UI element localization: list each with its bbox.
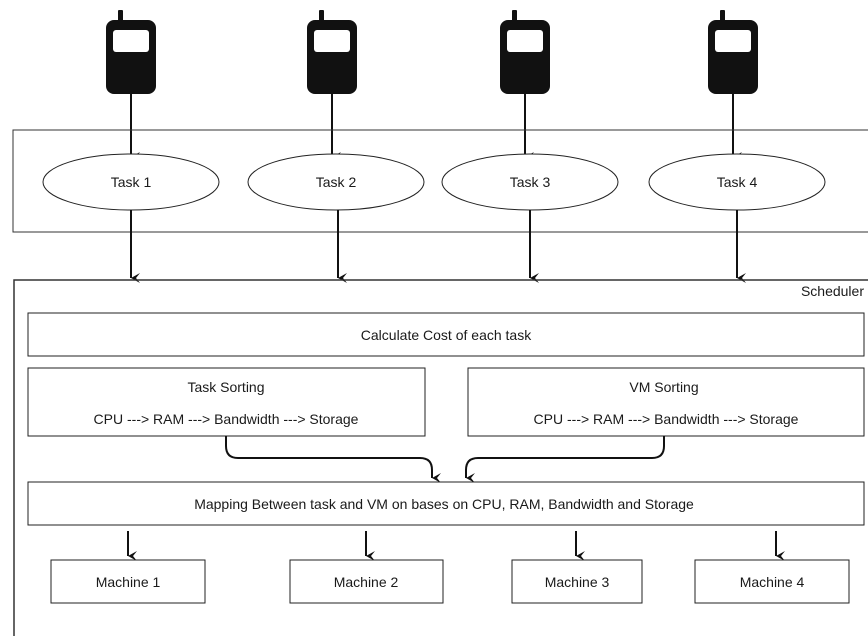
machine-label: Machine 4 bbox=[740, 574, 805, 590]
machine-label: Machine 1 bbox=[96, 574, 161, 590]
cost-calculation-box bbox=[27, 312, 865, 357]
machine-box bbox=[511, 559, 643, 604]
machine-box bbox=[289, 559, 444, 604]
task-node bbox=[247, 153, 425, 211]
task-label: Task 4 bbox=[717, 174, 758, 190]
task-sorting-box bbox=[27, 367, 426, 437]
mobile-phone-icon bbox=[106, 10, 156, 94]
task-label: Task 2 bbox=[316, 174, 357, 190]
task-sorting-order: CPU ---> RAM ---> Bandwidth ---> Storage bbox=[94, 411, 359, 427]
arrow-vm-sorting-to-mapping bbox=[465, 436, 665, 483]
machine-label: Machine 3 bbox=[545, 574, 610, 590]
mapping-box bbox=[27, 481, 865, 526]
cost-calculation-label: Calculate Cost of each task bbox=[361, 327, 532, 343]
task-label: Task 1 bbox=[111, 174, 152, 190]
task-sorting-title: Task Sorting bbox=[187, 379, 264, 395]
task-label: Task 3 bbox=[510, 174, 551, 190]
mobile-phone-icon bbox=[307, 10, 357, 94]
scheduler-label: Scheduler bbox=[801, 283, 864, 299]
vm-sorting-box bbox=[467, 367, 865, 437]
mobile-phone-icon bbox=[500, 10, 550, 94]
vm-sorting-order: CPU ---> RAM ---> Bandwidth ---> Storage bbox=[534, 411, 799, 427]
mobile-phone-icon bbox=[708, 10, 758, 94]
scheduler-container bbox=[13, 279, 868, 636]
arrow-task-sorting-to-mapping bbox=[225, 436, 441, 483]
mapping-label: Mapping Between task and VM on bases on … bbox=[194, 496, 694, 512]
task-container bbox=[12, 129, 868, 233]
vm-sorting-title: VM Sorting bbox=[629, 379, 698, 395]
machine-box bbox=[694, 559, 850, 604]
machine-label: Machine 2 bbox=[334, 574, 399, 590]
machine-box bbox=[50, 559, 206, 604]
